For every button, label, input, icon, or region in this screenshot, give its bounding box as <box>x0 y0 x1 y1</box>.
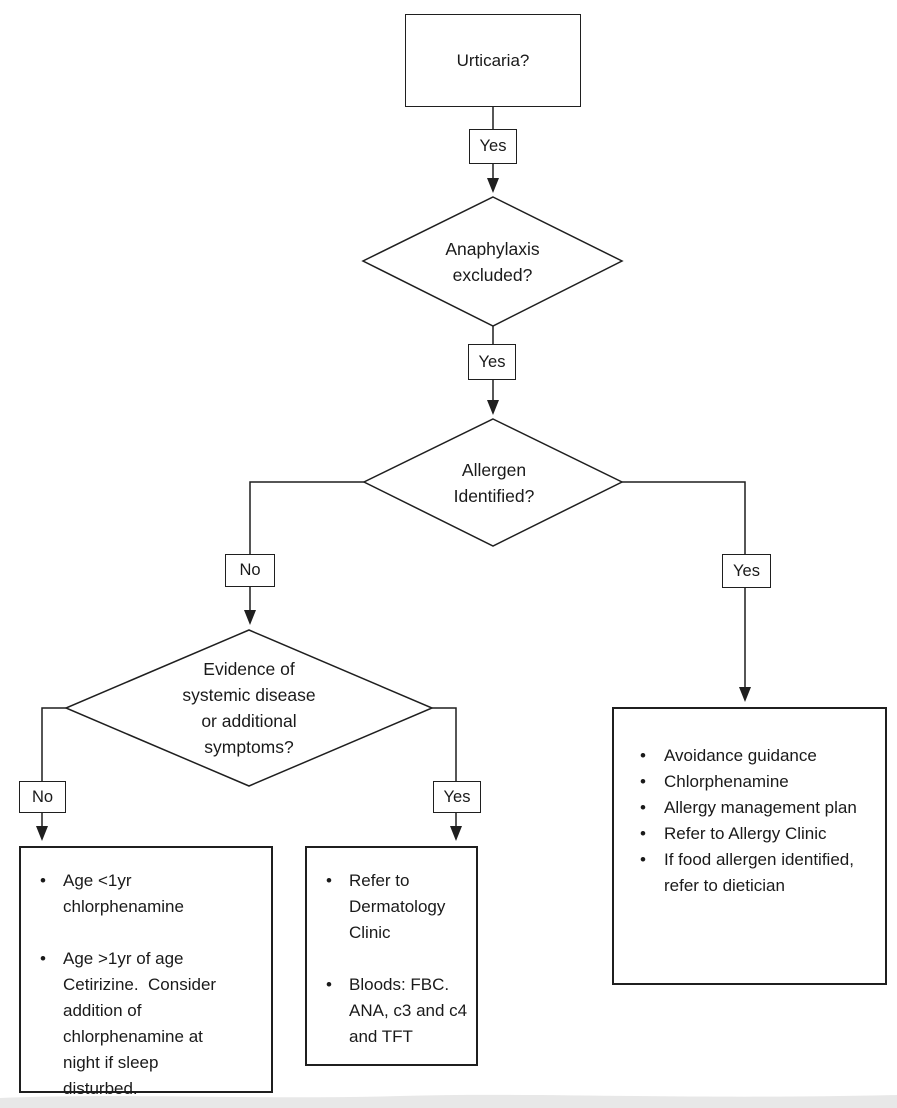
decision-diamond-anaphylaxis <box>361 196 624 327</box>
connector-systemic-yes-to-outcome <box>432 707 462 841</box>
outcome-list-systemic-disease: Refer to Dermatology Clinic Bloods: FBC.… <box>307 868 468 1050</box>
list-item: Avoidance guidance <box>614 743 859 769</box>
list-item: Age <1yr chlorphenamine <box>21 868 237 920</box>
edge-label-allergen-yes: Yes <box>722 554 771 588</box>
connector-systemic-no-to-outcome <box>36 707 66 841</box>
decision-diamond-allergen <box>362 418 624 547</box>
outcome-box-allergen-identified: Avoidance guidance Chlorphenamine Allerg… <box>612 707 887 985</box>
list-item: Age >1yr of age Cetirizine. Consider add… <box>21 946 237 1102</box>
list-item: Refer to Dermatology Clinic <box>307 868 468 946</box>
outcome-box-no-systemic-disease: Age <1yr chlorphenamine Age >1yr of age … <box>19 846 273 1098</box>
list-item: Refer to Allergy Clinic <box>614 821 859 847</box>
connector-allergen-no-to-systemic <box>244 481 365 625</box>
edge-label-urticaria-yes: Yes <box>469 129 517 164</box>
edge-label-anaphylaxis-yes: Yes <box>468 344 516 380</box>
outcome-list-no-systemic-disease: Age <1yr chlorphenamine Age >1yr of age … <box>21 868 237 1102</box>
edge-label-systemic-no: No <box>19 781 66 813</box>
outcome-list-allergen-identified: Avoidance guidance Chlorphenamine Allerg… <box>614 743 859 899</box>
decision-box-urticaria: Urticaria? <box>405 14 581 107</box>
list-item: Chlorphenamine <box>614 769 859 795</box>
connector-allergen-yes-to-outcome <box>621 481 751 702</box>
decision-diamond-systemic <box>64 629 434 787</box>
list-item: Allergy management plan <box>614 795 859 821</box>
outcome-box-systemic-disease: Refer to Dermatology Clinic Bloods: FBC.… <box>305 846 478 1066</box>
edge-label-systemic-yes: Yes <box>433 781 481 813</box>
list-item: Bloods: FBC. ANA, c3 and c4 and TFT <box>307 972 468 1050</box>
list-item: If food allergen identified, refer to di… <box>614 847 859 899</box>
decision-label-urticaria: Urticaria? <box>456 50 530 70</box>
edge-label-allergen-no: No <box>225 554 275 587</box>
